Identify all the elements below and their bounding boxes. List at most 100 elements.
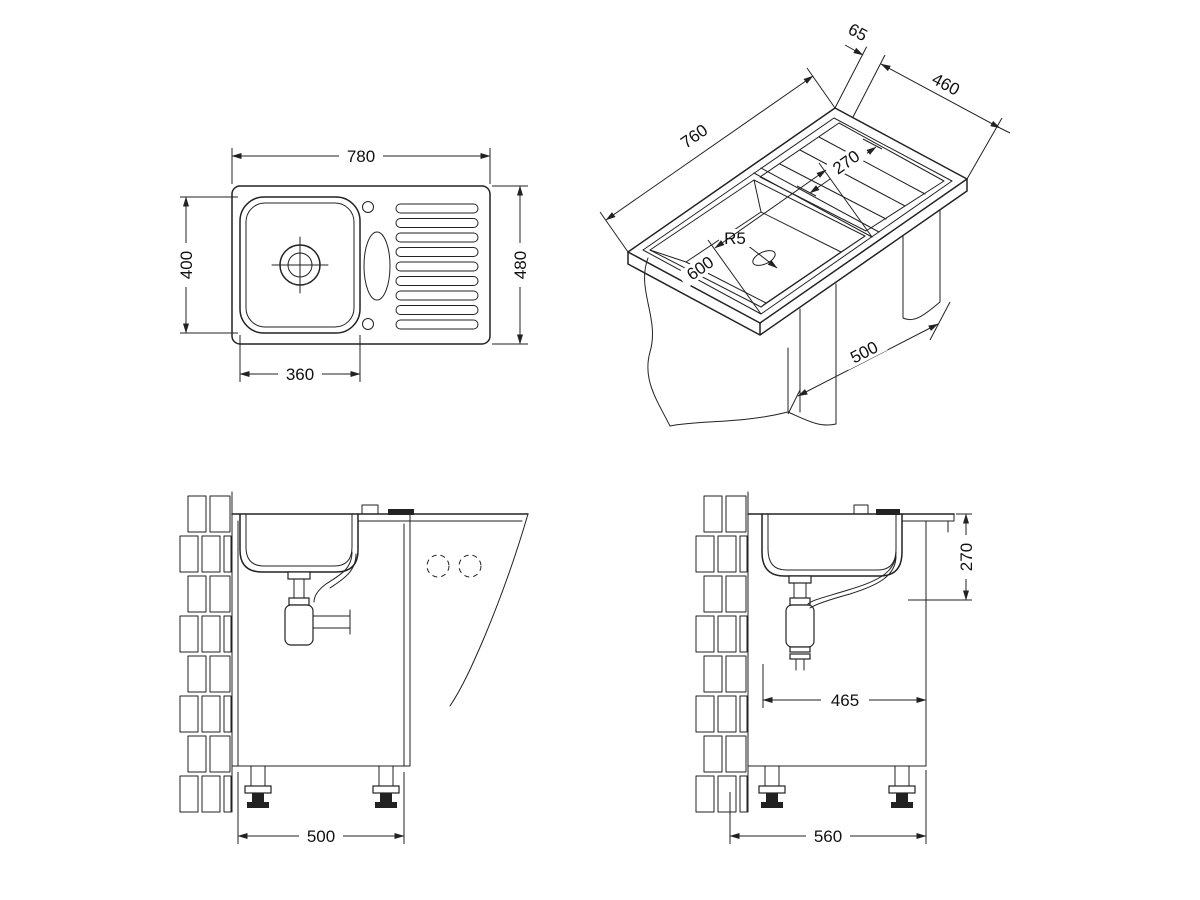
dim-front-cabinet-width: 500 (237, 772, 405, 846)
brick (703, 495, 723, 533)
front-section-view: 500 (179, 491, 529, 846)
leg-foot (891, 802, 913, 808)
bowl-section-outer (239, 513, 359, 573)
dim-plan-height-label: 480 (511, 251, 530, 279)
label-bg (840, 17, 876, 47)
iso-bowl-corners (649, 179, 866, 308)
bowl-inner (245, 202, 355, 328)
leg-left (758, 765, 786, 808)
brick (209, 655, 231, 693)
drainer-ribs (395, 203, 479, 330)
brick (223, 615, 232, 653)
dim-side-drain-offset-label: 465 (831, 691, 859, 710)
dim-plan-bowl-height-label: 400 (177, 251, 196, 279)
tailpipe (793, 582, 807, 599)
label-bg (676, 248, 724, 288)
brick (725, 575, 747, 613)
break-edge-bottom (669, 411, 789, 427)
waste-pipe (312, 609, 351, 635)
tap-hole-hidden-1 (426, 554, 450, 578)
drain-crosshair (271, 236, 329, 294)
brick (187, 735, 207, 773)
drainer-rib (395, 232, 479, 243)
leg-shaft (378, 765, 394, 787)
iso-bowl-opening (649, 179, 866, 308)
label-bg (339, 147, 383, 165)
leg-screw (766, 793, 778, 802)
leg-shaft (250, 765, 266, 787)
brick (695, 535, 715, 573)
iso-cabinet-break (644, 209, 941, 427)
bowl-outer (239, 196, 361, 334)
cabinet-box (747, 520, 927, 767)
brick (703, 655, 723, 693)
leg-plate (888, 785, 916, 794)
leg-left (244, 765, 272, 808)
faucet-base (388, 509, 414, 515)
wall-hatch (695, 491, 749, 813)
brick (209, 575, 231, 613)
drainer-rib (395, 203, 479, 214)
tailpipe (293, 578, 305, 599)
brick (717, 535, 737, 573)
label-bg (177, 243, 195, 287)
brick (695, 775, 715, 813)
brick (695, 695, 715, 733)
brick (703, 735, 723, 773)
dim-line-65-lead (844, 44, 864, 56)
brick (717, 615, 737, 653)
dim-plan-bowl-width: 360 (239, 335, 361, 384)
faucet-base (876, 509, 900, 515)
dim-iso-bowl-length: 600 (676, 162, 873, 315)
overflow-hose (313, 551, 357, 603)
label-bg (822, 142, 870, 182)
brick (209, 495, 231, 533)
label-bg (840, 333, 888, 371)
brick (187, 655, 207, 693)
drainer-recess-teardrop (363, 231, 391, 301)
cabinet-right-strip (902, 209, 941, 320)
brick (725, 735, 747, 773)
tap-hole-hidden-2 (458, 554, 482, 578)
bowl-section-inner (767, 513, 897, 571)
extension-lines (599, 67, 836, 253)
drainer-rib (395, 276, 479, 286)
drainer-rib (395, 247, 479, 257)
rim-clip (361, 504, 379, 515)
brick (223, 775, 232, 813)
cabinet-box (231, 513, 411, 767)
drainer-rib (395, 218, 479, 228)
trap-ring-1 (789, 646, 811, 653)
extension-lines (237, 772, 405, 844)
overflow-hose (807, 551, 897, 609)
dim-line (605, 75, 814, 221)
drain-trap (284, 551, 357, 646)
drainer-rib (395, 290, 479, 301)
leg-shaft (894, 765, 910, 787)
drainer-rib (395, 261, 479, 272)
drain-flange (788, 575, 812, 584)
iso-edge-thickness (627, 178, 968, 336)
label-bg (821, 691, 869, 709)
leg-plate (758, 785, 786, 794)
trap-nut (288, 597, 310, 606)
dim-side-drain-offset: 465 (762, 664, 927, 710)
trap-body (284, 604, 314, 646)
brick (201, 775, 221, 813)
drainer-rib (395, 305, 479, 315)
dim-side-bowl-depth-label: 270 (957, 543, 976, 571)
leg-foot (247, 802, 269, 808)
dim-side-cabinet-depth-label: 560 (814, 827, 842, 846)
leg-plate (244, 785, 272, 794)
brick (739, 535, 748, 573)
brick (179, 775, 199, 813)
label-bg (806, 827, 850, 845)
wall-hatch (179, 491, 233, 813)
countertop-edge (901, 513, 955, 533)
iso-drain-hole (752, 250, 776, 266)
brick (703, 575, 723, 613)
leg-shaft (764, 765, 780, 787)
bowl-section-inner (245, 513, 353, 567)
